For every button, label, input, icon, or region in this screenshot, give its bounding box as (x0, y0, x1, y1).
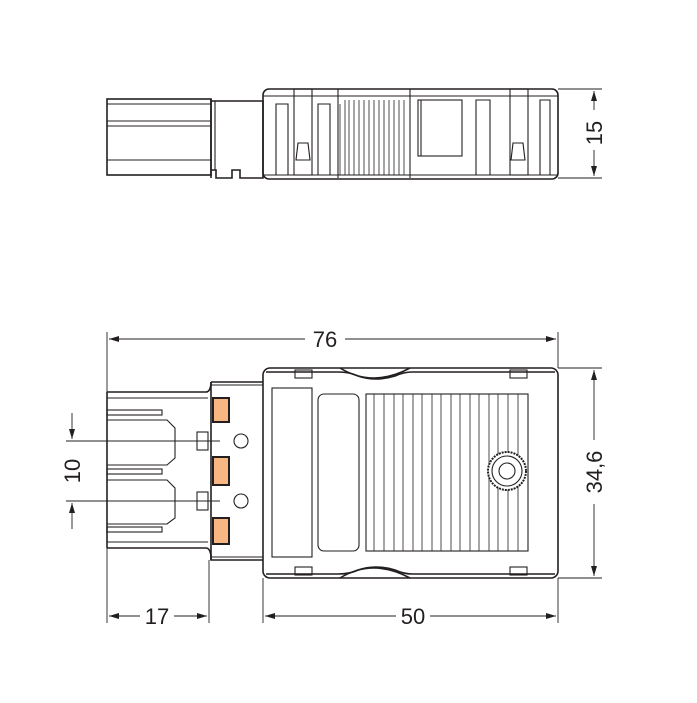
side-view (106, 88, 559, 180)
side-plug-body (106, 98, 212, 176)
label-panel (271, 387, 313, 558)
dim-plug-length: 17 (106, 548, 210, 629)
top-housing (262, 367, 559, 579)
dim-50-label: 50 (401, 604, 425, 629)
contacts (212, 397, 230, 545)
top-plug-top (107, 382, 212, 393)
dim-76-label: 76 (313, 327, 337, 352)
dim-overall-length: 76 (106, 327, 559, 392)
dim-pitch: 10 (60, 413, 220, 529)
contact-2 (212, 456, 230, 486)
dim-side-height: 15 (558, 88, 607, 179)
dim-15-label: 15 (582, 121, 607, 145)
ribbed-panel (365, 393, 529, 552)
marker-panel (317, 393, 360, 552)
top-view (106, 367, 559, 579)
screw-icon (487, 451, 527, 491)
contact-3 (212, 517, 230, 545)
side-neck (211, 100, 264, 179)
contact-1 (212, 397, 230, 423)
dim-housing-length: 50 (262, 578, 559, 629)
dim-10-label: 10 (60, 459, 85, 483)
side-window (417, 99, 463, 157)
side-ribs (339, 100, 405, 175)
dim-17-label: 17 (145, 604, 169, 629)
dim-34-6-label: 34,6 (582, 451, 607, 494)
dim-housing-width: 34,6 (558, 367, 607, 579)
